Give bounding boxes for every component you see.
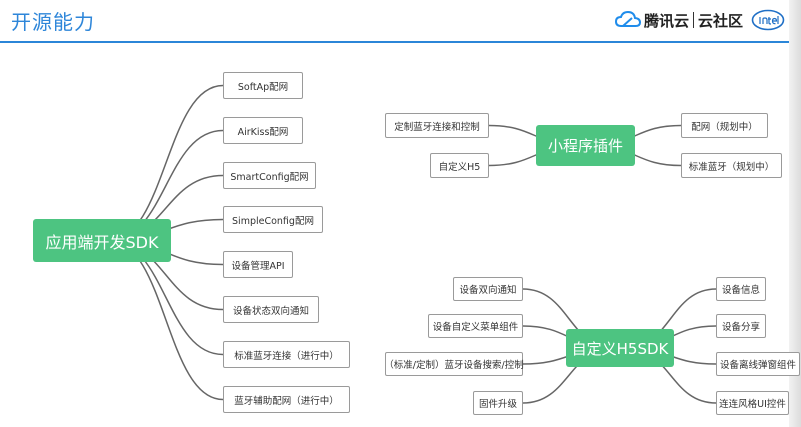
leaf-firmware: 固件升级 <box>473 391 523 415</box>
brand-logos: 腾讯云 云社区 <box>614 7 785 33</box>
header-divider <box>0 41 789 43</box>
leaf-offline-popup: 设备离线弹窗组件 <box>716 352 800 376</box>
leaf-custom-h5: 自定义H5 <box>430 153 489 178</box>
hub-app-sdk: 应用端开发SDK <box>33 219 171 262</box>
brand-divider <box>692 12 694 28</box>
leaf-device-share: 设备分享 <box>716 314 766 338</box>
leaf-status-notify: 设备状态双向通知 <box>223 296 319 323</box>
intel-logo-icon <box>751 9 785 31</box>
slide-edge-shadow <box>789 0 801 427</box>
leaf-simpleconfig: SimpleConfig配网 <box>223 206 323 233</box>
leaf-device-info: 设备信息 <box>716 277 766 301</box>
tencent-cloud-icon <box>614 10 641 27</box>
leaf-custom-ble: 定制蓝牙连接和控制 <box>385 113 489 138</box>
hub-h5-sdk: 自定义H5SDK <box>566 329 674 367</box>
leaf-device-api: 设备管理API <box>223 251 293 278</box>
hub-miniprogram-plugin: 小程序插件 <box>536 125 635 166</box>
page-title: 开源能力 <box>11 10 95 34</box>
edge-app-sdk-0 <box>108 84 224 242</box>
leaf-device-notify: 设备双向通知 <box>453 277 523 301</box>
brand-tencent-cloud: 腾讯云 <box>643 11 689 30</box>
leaf-ui-controls: 连连风格UI控件 <box>716 391 789 415</box>
leaf-ble-provision: 蓝牙辅助配网（进行中） <box>223 386 350 413</box>
leaf-smartconfig: SmartConfig配网 <box>223 162 316 189</box>
leaf-softap: SoftAp配网 <box>223 72 303 99</box>
brand-cloud-community: 云社区 <box>697 11 743 30</box>
leaf-ble-search: （标准/定制）蓝牙设备搜索/控制 <box>384 352 524 376</box>
leaf-provision-plan: 配网（规划中） <box>681 113 768 138</box>
leaf-custom-menu: 设备自定义菜单组件 <box>428 314 523 338</box>
leaf-airkiss: AirKiss配网 <box>223 117 303 144</box>
leaf-ble-plan: 标准蓝牙（规划中） <box>681 153 782 178</box>
leaf-ble-connect: 标准蓝牙连接（进行中） <box>223 341 350 368</box>
